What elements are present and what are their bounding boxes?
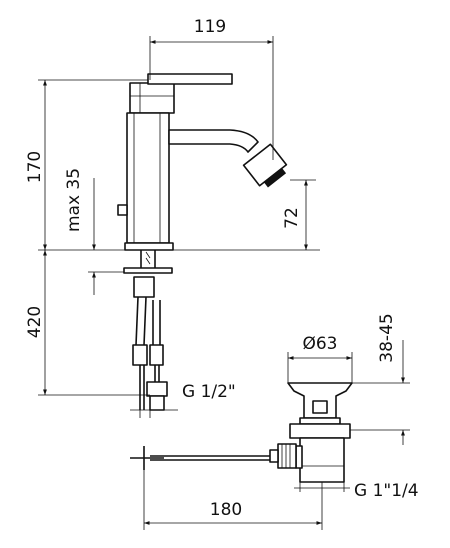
dim-63 — [287, 352, 353, 383]
dim-420-label: 420 — [25, 306, 45, 338]
dim-119 — [149, 36, 274, 160]
dim-38-45-label: 38-45 — [377, 313, 397, 362]
dim-63-label: Ø63 — [302, 334, 337, 354]
dim-180-label: 180 — [210, 500, 242, 520]
dim-38-45 — [350, 340, 410, 445]
mixer-body — [117, 73, 288, 251]
dim-180 — [143, 470, 323, 530]
mixer-base — [124, 242, 174, 251]
dim-72-label: 72 — [282, 207, 302, 229]
dim-g12 — [130, 396, 178, 418]
pop-up-waste — [130, 382, 353, 483]
mixer-column — [126, 112, 170, 244]
lever-handle — [129, 73, 233, 114]
dim-g12-label: G 1/2" — [182, 382, 236, 402]
dim-170-label: 170 — [25, 151, 45, 183]
dim-420 — [38, 250, 150, 396]
dim-g114-label: G 1"1/4 — [354, 481, 419, 501]
dim-170 — [38, 79, 320, 251]
dim-max35 — [88, 178, 124, 295]
dim-72 — [290, 179, 316, 250]
bidet-spout — [168, 129, 288, 188]
popup-rod-knob — [117, 204, 128, 216]
dim-119-label: 119 — [194, 17, 226, 37]
supply-hoses — [123, 250, 173, 411]
dim-max35-label: max 35 — [64, 168, 84, 232]
